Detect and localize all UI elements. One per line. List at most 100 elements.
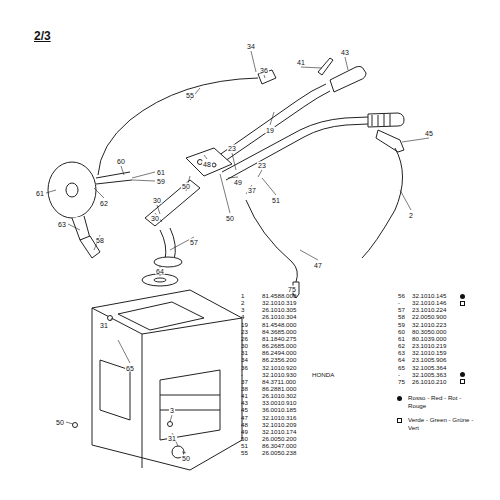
part-number: 1 <box>241 293 244 299</box>
part-number: 37 <box>241 379 248 385</box>
callout-number: 30 <box>150 215 160 222</box>
article-code: 32.1010.319 <box>262 300 296 306</box>
callout-number: 50 <box>181 455 191 462</box>
article-code: 32.1010.920 <box>262 364 296 370</box>
callout-number: 51 <box>271 197 281 204</box>
article-code: 32.1010.316 <box>262 414 296 420</box>
callout-number: 23 <box>227 145 237 152</box>
article-code: 26.0050.200 <box>262 436 296 442</box>
article-code: 86.2494.000 <box>262 350 296 356</box>
callout-number: 31 <box>167 435 177 442</box>
part-number: 26 <box>241 336 248 342</box>
part-number: 58 <box>398 314 405 320</box>
part-number: 62 <box>398 343 405 349</box>
callout-number: 2 <box>408 212 414 219</box>
callout-number: 63 <box>57 221 67 228</box>
part-number: 38 <box>241 386 248 392</box>
part-number: 23 <box>241 329 248 335</box>
callout-number: 36 <box>259 67 269 74</box>
callout-number: 19 <box>265 127 275 134</box>
part-number: 59 <box>398 321 405 327</box>
callout-number: 60 <box>116 158 126 165</box>
article-code: 26.1010.302 <box>262 393 296 399</box>
article-code: 32.1010.930 <box>262 372 296 378</box>
callout-number: 37 <box>247 187 257 194</box>
article-code: 36.0010.185 <box>262 407 296 413</box>
part-number: 19 <box>241 321 248 327</box>
callout-number: 23 <box>257 162 267 169</box>
callout-number: 3 <box>169 407 175 414</box>
part-number: 30 <box>241 343 248 349</box>
color-square <box>460 301 465 306</box>
article-code: 23.1010.219 <box>412 343 446 349</box>
part-number: 41 <box>241 393 248 399</box>
color-dot <box>397 396 402 401</box>
part-number: 57 <box>398 307 405 313</box>
part-number: 3 <box>241 307 244 313</box>
callout-number: 65 <box>125 365 135 372</box>
color-square <box>397 418 402 423</box>
part-number: 61 <box>398 336 405 342</box>
part-number: 49 <box>241 429 248 435</box>
part-number: 75 <box>398 379 405 385</box>
part-number: - <box>241 372 243 378</box>
article-code: 80.1039.000 <box>412 336 446 342</box>
part-number: 64 <box>398 357 405 363</box>
part-number: 56 <box>398 293 405 299</box>
part-number: 45 <box>241 407 248 413</box>
article-code: 26.1010.305 <box>262 307 296 313</box>
article-code: 86.3047.000 <box>262 443 296 449</box>
page-title: 2/3 <box>34 30 51 42</box>
article-code: 32.1010.145 <box>412 293 446 299</box>
part-number: 60 <box>398 329 405 335</box>
part-number: 34 <box>241 357 248 363</box>
article-code: 81.1840.275 <box>262 336 296 342</box>
article-code: 33.0010.910 <box>262 400 296 406</box>
article-code: 26.0050.238 <box>262 450 296 456</box>
callout-number: 50 <box>55 419 65 426</box>
callout-number: 41 <box>296 59 306 66</box>
callout-number: 50 <box>181 183 191 190</box>
callout-number: 31 <box>99 322 109 329</box>
callout-number: 57 <box>189 239 199 246</box>
part-number: - <box>398 300 400 306</box>
article-code: 80.3050.000 <box>412 329 446 335</box>
article-code: 26.1010.210 <box>412 379 446 385</box>
part-number: 2 <box>241 300 244 306</box>
callout-number: 55 <box>185 92 195 99</box>
article-code: 84.3685.000 <box>262 329 296 335</box>
part-number: 4 <box>241 314 244 320</box>
article-code: 84.3711.000 <box>262 379 296 385</box>
callout-number: 59 <box>156 178 166 185</box>
article-code: 22.0050.900 <box>412 314 446 320</box>
part-number: 36 <box>241 364 248 370</box>
article-code: 32.1010.146 <box>412 300 446 306</box>
callout-number: 64 <box>155 268 165 275</box>
article-code: 81.4548.000 <box>262 321 296 327</box>
article-code: 86.2356.200 <box>262 357 296 363</box>
callout-number: 48 <box>202 161 212 168</box>
article-code: 32.1005.363 <box>412 372 446 378</box>
article-code: 32.1010.174 <box>262 429 296 435</box>
part-number: 65 <box>398 364 405 370</box>
callout-number: 34 <box>246 43 256 50</box>
article-code: 32.1010.223 <box>412 321 446 327</box>
part-number: 63 <box>398 350 405 356</box>
callout-number: 61 <box>35 190 45 197</box>
callout-number: 45 <box>424 130 434 137</box>
legend-text: Rosso - Red - Rot - Rouge <box>408 394 474 410</box>
article-code: 26.1010.304 <box>262 314 296 320</box>
part-number: 43 <box>241 400 248 406</box>
color-dot <box>460 294 465 299</box>
callout-number: 49 <box>233 179 243 186</box>
part-number: 55 <box>241 450 248 456</box>
part-number: 31 <box>241 350 248 356</box>
callout-number: 30 <box>152 197 162 204</box>
callout-number: 43 <box>340 49 350 56</box>
callout-number: 61 <box>156 169 166 176</box>
article-code: 23.1010.224 <box>412 307 446 313</box>
part-number: - <box>398 372 400 378</box>
variant-note: HONDA <box>312 372 334 378</box>
color-dot <box>460 372 465 377</box>
